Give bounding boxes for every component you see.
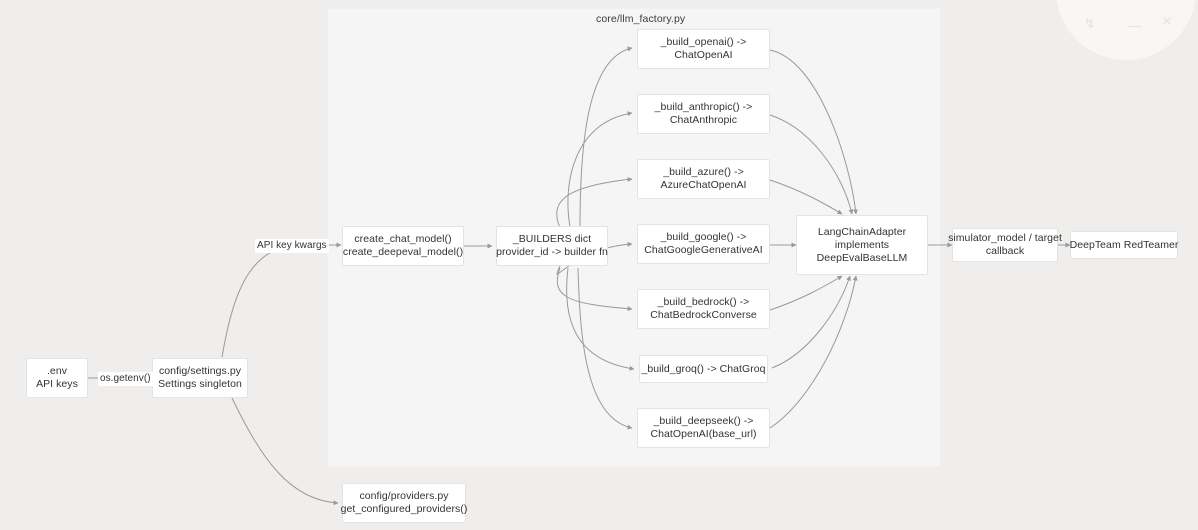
edge-settings-to-providers — [231, 397, 339, 506]
node-simulator-model-line1: simulator_model / target — [948, 232, 1062, 244]
node-providers-line1: config/providers.py — [359, 490, 449, 502]
watermark-glyph-c: ✕ — [1161, 13, 1173, 29]
edge-settings-to-create — [221, 243, 293, 358]
node-env[interactable]: .env API keys — [26, 358, 88, 398]
node-env-line1: .env — [46, 365, 68, 377]
node-langchain-adapter-line2: implements — [834, 238, 890, 251]
node-builders-dict[interactable]: _BUILDERS dict provider_id -> builder fn — [496, 226, 608, 266]
node-simulator-model[interactable]: simulator_model / target callback — [948, 228, 1062, 262]
node-create-model[interactable]: create_chat_model() create_deepeval_mode… — [342, 226, 464, 266]
node-build-groq[interactable]: _build_groq() -> ChatGroq — [639, 355, 768, 383]
node-build-google-line1: _build_google() -> — [660, 231, 747, 243]
node-build-deepseek-line2: ChatOpenAI(base_url) — [650, 428, 757, 440]
node-build-bedrock[interactable]: _build_bedrock() -> ChatBedrockConverse — [637, 289, 770, 329]
node-simulator-model-line2: callback — [985, 245, 1025, 257]
node-build-google-line2: ChatGoogleGenerativeAI — [644, 244, 763, 256]
watermark-glyph-a: ↯ — [1084, 15, 1096, 31]
node-build-azure[interactable]: _build_azure() -> AzureChatOpenAI — [637, 159, 770, 199]
node-settings-line1: config/settings.py — [158, 365, 242, 377]
node-builders-dict-line1: _BUILDERS dict — [512, 233, 592, 245]
node-build-azure-line1: _build_azure() -> — [663, 166, 744, 178]
edge-label-os-getenv: os.getenv() — [98, 372, 153, 386]
node-build-openai-line1: _build_openai() -> — [660, 36, 747, 48]
node-builders-dict-line2: provider_id -> builder fn — [496, 246, 608, 258]
node-settings-line2: Settings singleton — [158, 378, 242, 390]
node-build-anthropic-line1: _build_anthropic() -> — [654, 101, 753, 113]
node-langchain-adapter[interactable]: LangChainAdapter implements DeepEvalBase… — [796, 215, 928, 275]
node-env-line2: API keys — [36, 378, 78, 390]
node-build-groq-line1: _build_groq() -> ChatGroq — [641, 362, 766, 375]
node-providers[interactable]: config/providers.py get_configured_provi… — [340, 483, 468, 523]
watermark-overlay: ↯ — ✕ — [1056, 0, 1196, 60]
node-settings[interactable]: config/settings.py Settings singleton — [152, 358, 248, 398]
node-build-openai[interactable]: _build_openai() -> ChatOpenAI — [637, 29, 770, 69]
node-providers-line2: get_configured_providers() — [340, 503, 468, 515]
edge-label-api-key-kwargs: API key kwargs — [255, 239, 329, 253]
node-deepteam-redteamer[interactable]: DeepTeam RedTeamer — [1070, 231, 1178, 259]
node-build-google[interactable]: _build_google() -> ChatGoogleGenerativeA… — [637, 224, 770, 264]
node-build-deepseek-line1: _build_deepseek() -> — [653, 415, 754, 427]
subgraph-title: core/llm_factory.py — [596, 13, 686, 25]
node-deepteam-redteamer-line1: DeepTeam RedTeamer — [1069, 238, 1179, 251]
node-build-anthropic[interactable]: _build_anthropic() -> ChatAnthropic — [637, 94, 770, 134]
node-build-openai-line2: ChatOpenAI — [674, 49, 733, 61]
node-create-model-line2: create_deepeval_model() — [342, 246, 464, 258]
node-build-bedrock-line2: ChatBedrockConverse — [650, 309, 757, 321]
node-langchain-adapter-line3: DeepEvalBaseLLM — [816, 251, 908, 264]
node-langchain-adapter-line1: LangChainAdapter — [817, 225, 907, 238]
node-build-azure-line2: AzureChatOpenAI — [660, 179, 747, 191]
node-create-model-line1: create_chat_model() — [354, 233, 452, 245]
watermark-glyph-b: — — [1128, 17, 1142, 33]
node-build-deepseek[interactable]: _build_deepseek() -> ChatOpenAI(base_url… — [637, 408, 770, 448]
node-build-bedrock-line1: _build_bedrock() -> — [657, 296, 750, 308]
node-build-anthropic-line2: ChatAnthropic — [669, 114, 738, 126]
